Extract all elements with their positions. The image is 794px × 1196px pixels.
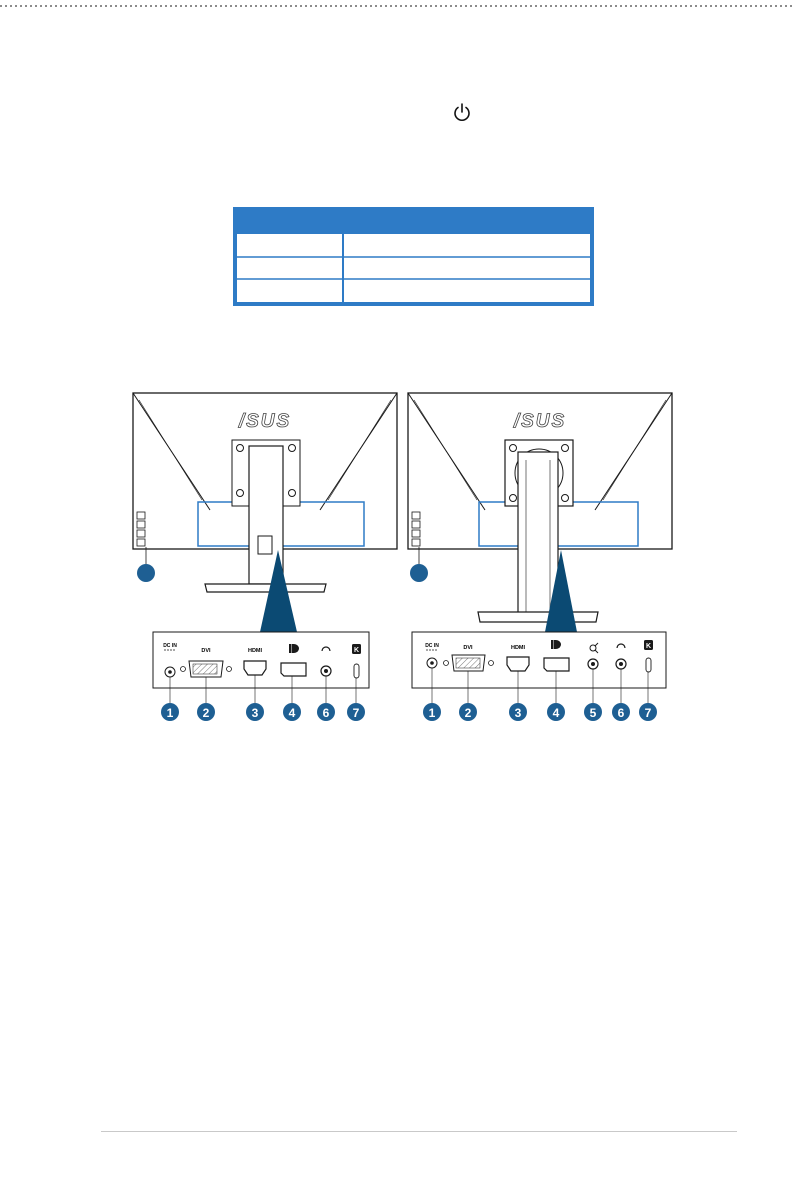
svg-text:2: 2 xyxy=(465,706,472,720)
svg-text:6: 6 xyxy=(323,706,330,720)
left-osd-buttons xyxy=(136,511,146,547)
svg-text:2: 2 xyxy=(203,706,210,720)
right-monitor-back: /SUS xyxy=(407,392,673,632)
left-monitor-back: /SUS xyxy=(132,392,398,632)
left-port-label-dcin: DC IN xyxy=(163,643,177,649)
kensington-lock-icon xyxy=(645,657,652,673)
svg-text:3: 3 xyxy=(252,706,259,720)
svg-text:7: 7 xyxy=(645,706,652,720)
left-callouts: 1 2 3 4 6 7 xyxy=(161,703,365,721)
displayport-logo xyxy=(289,644,299,653)
right-port-label-hdmi: HDMI xyxy=(511,645,526,651)
right-osd-callout xyxy=(410,564,428,582)
specs-table xyxy=(233,207,594,306)
svg-text:K: K xyxy=(354,647,359,654)
audio-in-icon xyxy=(589,642,599,654)
right-osd-buttons xyxy=(411,511,421,547)
right-brand-logo: /SUS xyxy=(513,411,566,432)
left-brand-logo: /SUS xyxy=(238,411,291,432)
kensington-lock-icon xyxy=(353,663,360,679)
svg-text:5: 5 xyxy=(590,706,597,720)
svg-text:4: 4 xyxy=(289,706,296,720)
displayport-logo xyxy=(551,640,561,649)
svg-text:4: 4 xyxy=(553,706,560,720)
dvi-port-icon xyxy=(443,654,494,672)
svg-text:6: 6 xyxy=(618,706,625,720)
right-callouts: 1 2 3 4 5 6 7 xyxy=(423,703,657,721)
footer-rule xyxy=(101,1131,737,1132)
left-port-label-hdmi: HDMI xyxy=(248,648,263,654)
dvi-port-icon xyxy=(180,660,232,678)
svg-text:7: 7 xyxy=(353,706,360,720)
top-rule xyxy=(0,5,794,7)
svg-text:3: 3 xyxy=(515,706,522,720)
hdmi-port-icon xyxy=(506,656,530,672)
left-port-label-dvi: DVI xyxy=(201,648,211,654)
displayport-icon xyxy=(543,657,570,672)
rear-ports-diagram: /SUS DC IN DVI HDMI xyxy=(132,392,673,721)
svg-text:1: 1 xyxy=(167,706,174,720)
hdmi-port-icon xyxy=(243,660,267,676)
right-port-label-dcin: DC IN xyxy=(425,643,439,649)
displayport-icon xyxy=(280,662,307,677)
svg-text:K: K xyxy=(646,643,651,650)
right-port-label-dvi: DVI xyxy=(463,645,473,651)
power-icon xyxy=(454,103,470,121)
svg-text:1: 1 xyxy=(429,706,436,720)
left-port-panel: DC IN DVI HDMI K xyxy=(152,631,370,703)
left-osd-callout xyxy=(137,564,155,582)
right-port-panel: DC IN DVI HDMI K xyxy=(411,631,667,703)
